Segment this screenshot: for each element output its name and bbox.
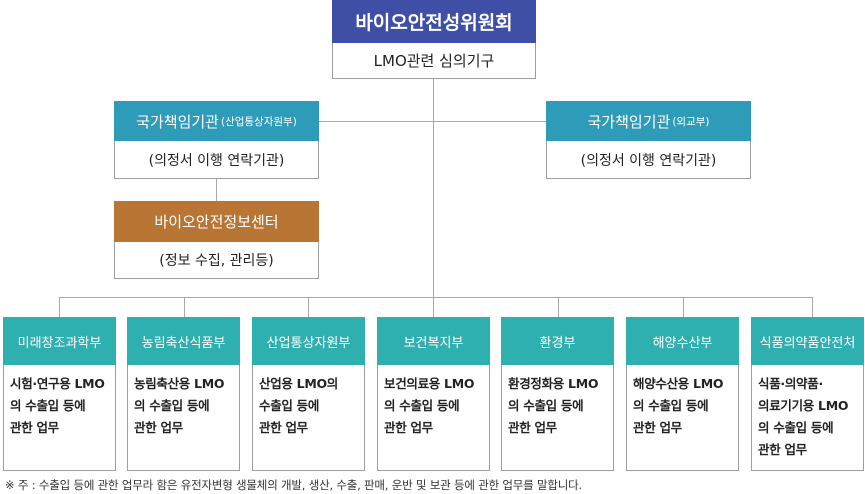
- drop-line-7: [812, 297, 813, 317]
- ministry-name: 해양수산부: [626, 317, 739, 365]
- ministry-card: 해양수산부 해양수산용 LMO 의 수출입 등에 관한 업무: [626, 317, 739, 471]
- ministry-card: 미래창조과학부 시험·연구용 LMO 의 수출입 등에 관한 업무: [3, 317, 116, 471]
- ministry-duty: 보건의료용 LMO 의 수출입 등에 관한 업무: [377, 365, 490, 471]
- drop-line-2: [184, 297, 185, 317]
- drop-line-5: [558, 297, 559, 317]
- committee-subtitle: LMO관련 심의기구: [332, 43, 536, 79]
- ministry-card: 농림축산식품부 농림축산용 LMO 의 수출입 등에 관한 업무: [127, 317, 240, 471]
- info-center-title: 바이오안전정보센터: [114, 201, 319, 242]
- agency-left-subtitle: (의정서 이행 연락기관): [114, 141, 319, 179]
- ministry-bus-line: [59, 297, 812, 298]
- agency-right-note: (외교부): [672, 115, 710, 128]
- ministry-card: 식품의약품안전처 식품·의약품· 의료기기용 LMO 의 수출입 등에 관한 업…: [751, 317, 864, 471]
- agency-right-title: 국가책임기관(외교부): [546, 101, 751, 141]
- agency-left-title: 국가책임기관(산업통상자원부): [114, 101, 319, 141]
- ministry-card: 환경부 환경정화용 LMO 의 수출입 등에 관한 업무: [501, 317, 614, 471]
- bic-connector-line: [216, 179, 217, 201]
- agency-right-subtitle: (의정서 이행 연락기관): [546, 141, 751, 179]
- ministry-name: 식품의약품안전처: [751, 317, 864, 365]
- drop-line-1: [59, 297, 60, 317]
- ministry-name: 산업통상자원부: [252, 317, 365, 365]
- info-center-subtitle: (정보 수집, 관리등): [114, 242, 319, 279]
- committee-title: 바이오안전성위원회: [332, 0, 536, 43]
- ministry-duty: 환경정화용 LMO 의 수출입 등에 관한 업무: [501, 365, 614, 471]
- footnote: ※ 주 : 수출입 등에 관한 업무라 함은 유전자변형 생물체의 개발, 생산…: [5, 478, 582, 492]
- ministry-duty: 해양수산용 LMO 의 수출입 등에 관한 업무: [626, 365, 739, 471]
- agency-right-name: 국가책임기관: [587, 112, 671, 131]
- ministry-name: 보건복지부: [377, 317, 490, 365]
- agency-left-note: (산업통상자원부): [220, 115, 297, 128]
- ministry-card: 보건복지부 보건의료용 LMO 의 수출입 등에 관한 업무: [377, 317, 490, 471]
- ministry-duty: 농림축산용 LMO 의 수출입 등에 관한 업무: [127, 365, 240, 471]
- ministry-duty: 시험·연구용 LMO 의 수출입 등에 관한 업무: [3, 365, 116, 471]
- ministry-name: 농림축산식품부: [127, 317, 240, 365]
- ministry-card: 산업통상자원부 산업용 LMO의 수출입 등에 관한 업무: [252, 317, 365, 471]
- ministry-name: 환경부: [501, 317, 614, 365]
- drop-line-6: [683, 297, 684, 317]
- drop-line-3: [308, 297, 309, 317]
- spine-line: [433, 79, 434, 297]
- ministry-duty: 식품·의약품· 의료기기용 LMO 의 수출입 등에 관한 업무: [751, 365, 864, 471]
- ministry-duty: 산업용 LMO의 수출입 등에 관한 업무: [252, 365, 365, 471]
- drop-line-4: [433, 297, 434, 317]
- ministry-name: 미래창조과학부: [3, 317, 116, 365]
- agency-connector-line: [319, 121, 546, 122]
- agency-left-name: 국가책임기관: [136, 112, 219, 131]
